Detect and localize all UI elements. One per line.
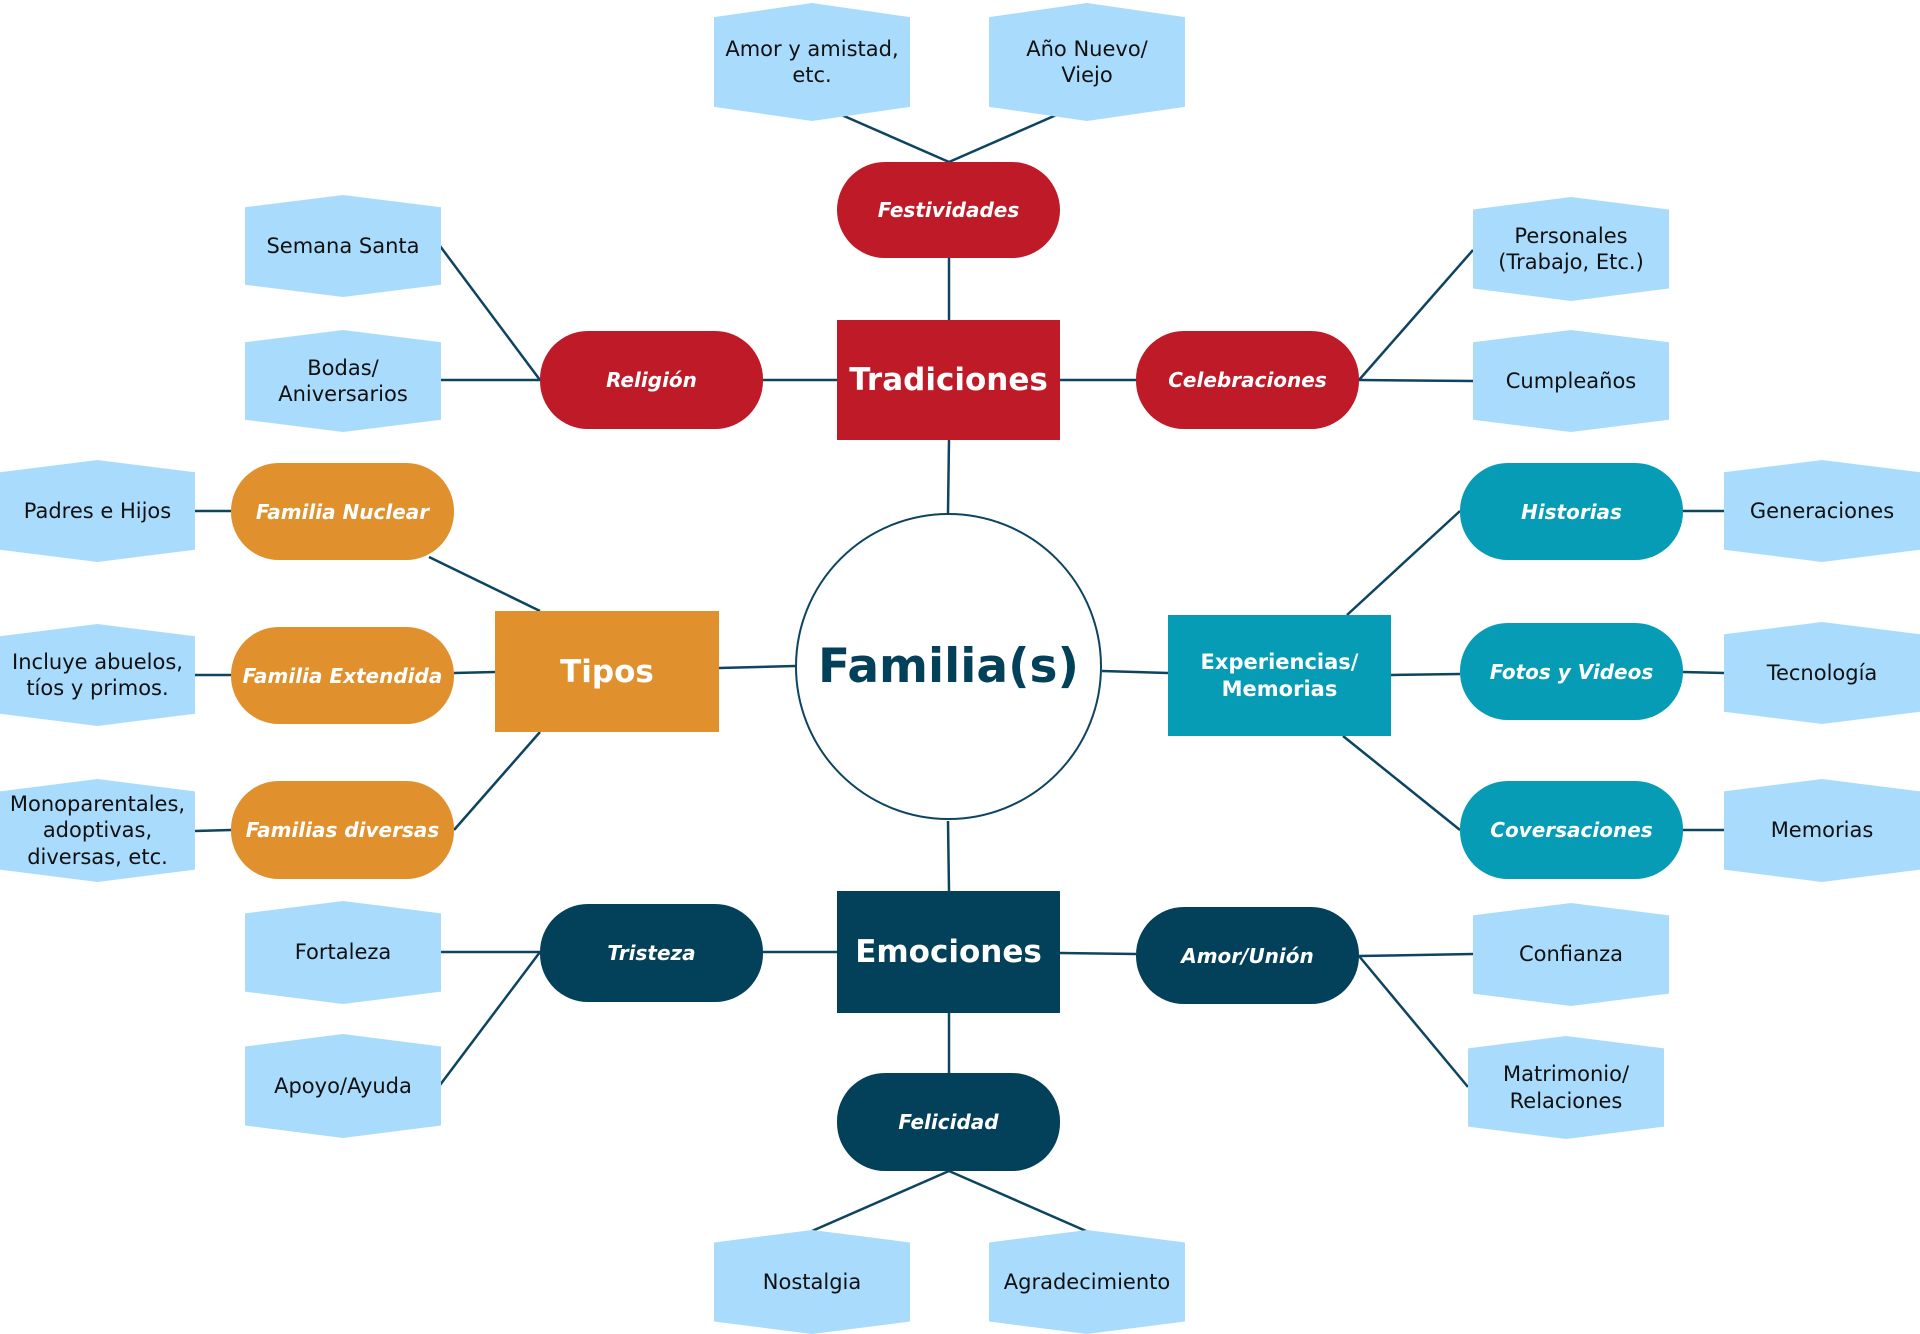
leaf-label: Monoparentales, adoptivas, diversas, etc… <box>9 792 186 869</box>
subtopic-label: Festividades <box>877 198 1020 222</box>
leaf-agradecimiento: Agradecimiento <box>989 1230 1185 1334</box>
main-topic-tradiciones: Tradiciones <box>837 320 1060 440</box>
leaf-label: Amor y amistad, etc. <box>725 36 899 87</box>
leaf-label: Semana Santa <box>266 233 420 258</box>
leaf-matrimonio: Matrimonio/ Relaciones <box>1468 1036 1664 1139</box>
main-topic-label: Experiencias/ Memorias <box>1200 650 1359 701</box>
main-topic-label: Tipos <box>560 653 654 690</box>
leaf-nostalgia: Nostalgia <box>714 1230 910 1334</box>
leaf-label: Matrimonio/ Relaciones <box>1502 1062 1630 1113</box>
connector <box>453 670 496 675</box>
leaf-generaciones: Generaciones <box>1724 460 1920 562</box>
subtopic-label: Coversaciones <box>1490 818 1653 842</box>
subtopic-label: Celebraciones <box>1168 368 1327 392</box>
subtopic-festividades: Festividades <box>837 162 1060 258</box>
leaf-label: Año Nuevo/ Viejo <box>1026 36 1148 87</box>
leaf-label: Agradecimiento <box>1003 1269 1171 1294</box>
subtopic-celebraciones: Celebraciones <box>1136 331 1359 429</box>
subtopic-label: Religión <box>606 368 697 392</box>
leaf-label: Memorias <box>1770 818 1874 843</box>
leaf-label: Fortaleza <box>294 940 392 965</box>
leaf-amor-amistad: Amor y amistad, etc. <box>714 3 910 121</box>
connector <box>1059 951 1137 956</box>
connector <box>439 951 541 1086</box>
connector <box>453 731 541 831</box>
leaf-ano-nuevo: Año Nuevo/ Viejo <box>989 3 1185 121</box>
leaf-bodas: Bodas/ Aniversarios <box>245 330 441 432</box>
leaf-label: Personales (Trabajo, Etc.) <box>1498 223 1644 274</box>
leaf-label: Apoyo/Ayuda <box>274 1073 412 1098</box>
subtopic-label: Amor/Unión <box>1181 943 1314 968</box>
subtopic-fotos-videos: Fotos y Videos <box>1460 623 1683 720</box>
main-topic-emociones: Emociones <box>837 891 1060 1013</box>
connector <box>718 664 796 670</box>
leaf-label: Nostalgia <box>762 1269 862 1294</box>
connector <box>1101 669 1169 675</box>
connector <box>1342 735 1461 831</box>
connector <box>1358 249 1474 381</box>
main-topic-label: Emociones <box>855 934 1042 970</box>
leaf-confianza: Confianza <box>1473 903 1669 1006</box>
subtopic-familia-nuclear: Familia Nuclear <box>231 463 454 560</box>
subtopic-familias-diversas: Familias diversas <box>231 781 454 879</box>
central-topic: Familia(s) <box>795 513 1102 820</box>
leaf-label: Generaciones <box>1749 498 1895 523</box>
subtopic-label: Familia Extendida <box>242 663 443 688</box>
subtopic-label: Fotos y Videos <box>1489 659 1654 684</box>
leaf-incluye-abuelos: Incluye abuelos, tíos y primos. <box>0 624 195 726</box>
main-topic-tipos: Tipos <box>495 611 719 732</box>
main-topic-label: Tradiciones <box>849 362 1048 398</box>
central-topic-label: Familia(s) <box>817 639 1080 694</box>
leaf-semana-santa: Semana Santa <box>245 195 441 297</box>
connector <box>1358 952 1474 958</box>
connector <box>1682 670 1725 675</box>
subtopic-historias: Historias <box>1460 463 1683 560</box>
leaf-padres-hijos: Padres e Hijos <box>0 460 195 562</box>
subtopic-label: Tristeza <box>607 941 696 965</box>
leaf-fortaleza: Fortaleza <box>245 901 441 1004</box>
leaf-label: Cumpleaños <box>1505 368 1637 393</box>
connector <box>194 828 232 833</box>
leaf-label: Incluye abuelos, tíos y primos. <box>12 649 183 700</box>
connector <box>438 245 542 381</box>
leaf-label: Confianza <box>1518 942 1624 967</box>
leaf-cumpleanos: Cumpleaños <box>1473 330 1669 432</box>
subtopic-religion: Religión <box>540 331 763 429</box>
subtopic-amor-union: Amor/Unión <box>1136 907 1359 1004</box>
leaf-monoparentales: Monoparentales, adoptivas, diversas, etc… <box>0 779 195 882</box>
leaf-tecnologia: Tecnología <box>1724 622 1920 724</box>
leaf-apoyo-ayuda: Apoyo/Ayuda <box>245 1034 441 1138</box>
subtopic-tristeza: Tristeza <box>540 904 763 1002</box>
connector <box>1390 672 1461 677</box>
connector <box>1346 510 1461 616</box>
connector <box>946 439 951 514</box>
subtopic-conversaciones: Coversaciones <box>1460 781 1683 879</box>
main-topic-experiencias: Experiencias/ Memorias <box>1168 615 1391 736</box>
subtopic-label: Familia Nuclear <box>255 499 430 524</box>
connector <box>946 820 951 892</box>
subtopic-label: Felicidad <box>898 1110 999 1134</box>
connector <box>428 555 541 613</box>
leaf-label: Padres e Hijos <box>23 498 172 523</box>
subtopic-label: Historias <box>1521 499 1622 524</box>
leaf-label: Tecnología <box>1766 660 1878 685</box>
connector <box>1358 955 1469 1088</box>
connector <box>811 1169 950 1233</box>
subtopic-familia-extendida: Familia Extendida <box>231 627 454 724</box>
leaf-label: Bodas/ Aniversarios <box>278 355 408 406</box>
leaf-memorias: Memorias <box>1724 779 1920 882</box>
subtopic-felicidad: Felicidad <box>837 1073 1060 1171</box>
connector <box>1358 378 1474 383</box>
connector <box>948 1169 1087 1233</box>
leaf-personales: Personales (Trabajo, Etc.) <box>1473 197 1669 301</box>
subtopic-label: Familias diversas <box>245 818 440 842</box>
